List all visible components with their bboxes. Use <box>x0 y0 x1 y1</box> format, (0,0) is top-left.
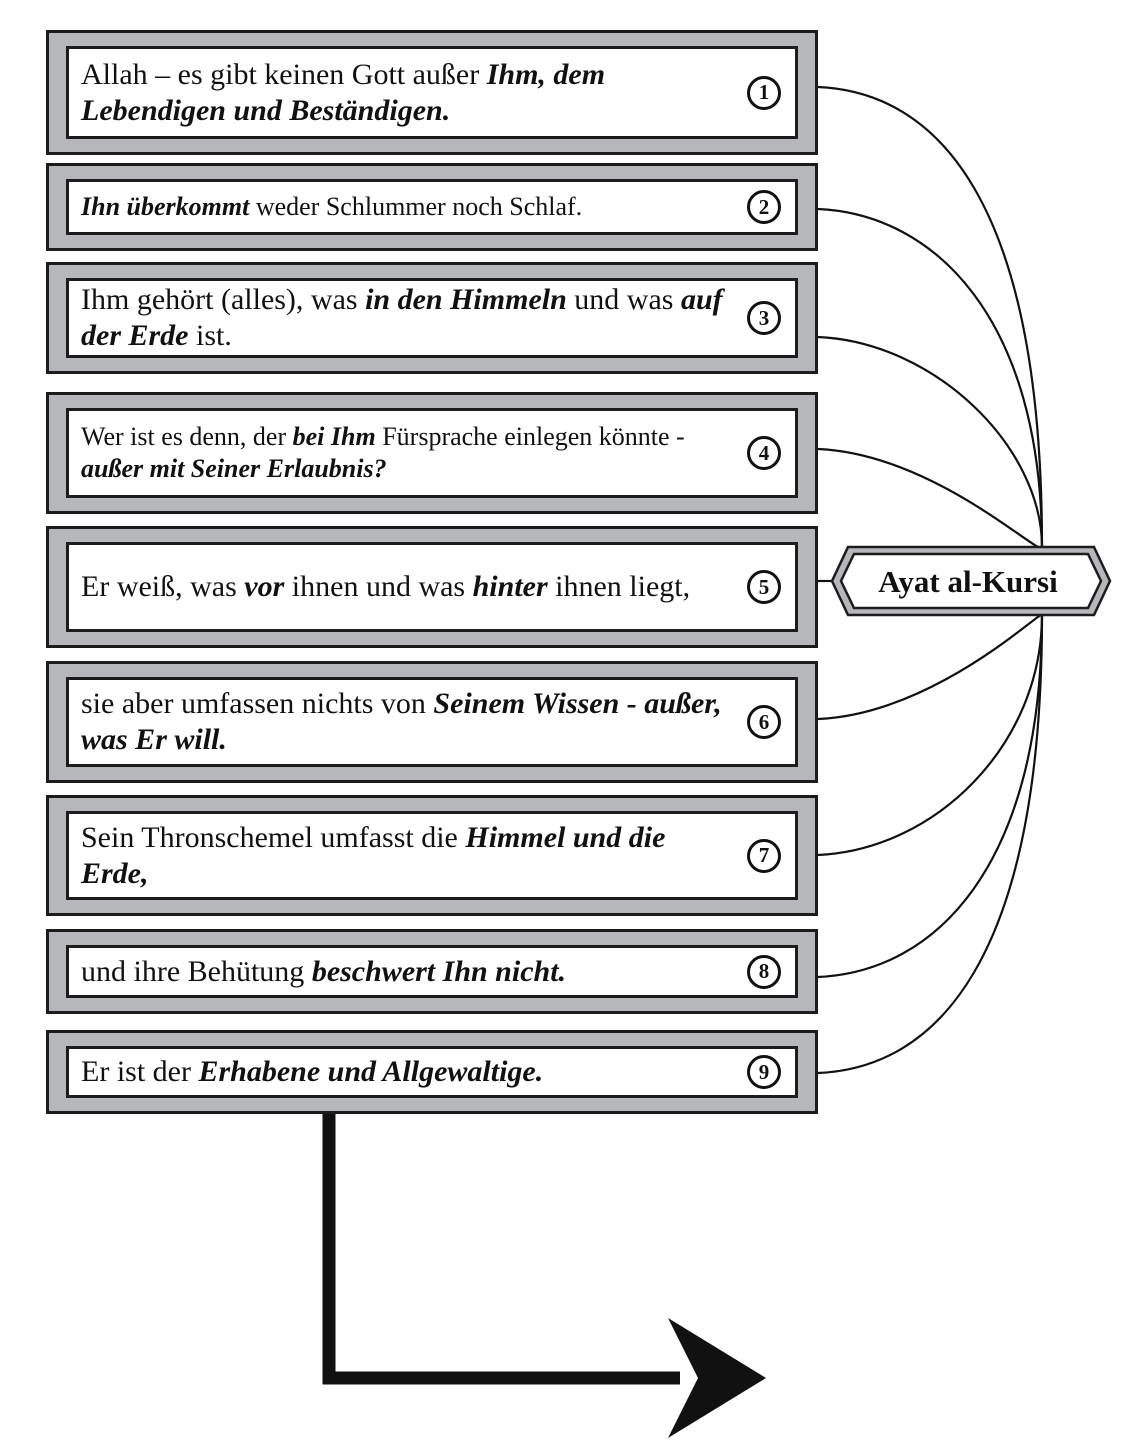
verse-text-emphasis: vor <box>244 570 285 603</box>
verse-number-badge: 2 <box>747 190 781 224</box>
verse-number-badge: 8 <box>747 954 781 989</box>
connector-curve-3 <box>817 335 1044 548</box>
verse-text-plain: Er weiß, was <box>81 570 245 603</box>
verse-number-badge: 6 <box>747 705 781 739</box>
verse-number-badge: 5 <box>747 570 781 604</box>
verse-text: Er ist der Erhabene und Allgewaltige. <box>81 1054 727 1090</box>
verse-box-1: Allah – es gibt keinen Gott außer Ihm, d… <box>46 30 818 155</box>
verse-text-emphasis: Ihm, dem Lebendigen und Beständigen. <box>81 57 606 127</box>
verse-text-emphasis: außer mit Seiner Erlaubnis? <box>81 454 387 483</box>
verse-text: Sein Thronschemel umfasst die Himmel und… <box>81 820 727 892</box>
verse-text-plain: Ihm gehört (alles), was <box>81 283 366 316</box>
flow-arrow-shaft <box>322 1113 680 1385</box>
verse-box-2: Ihn überkommt weder Schlummer noch Schla… <box>46 163 818 251</box>
verse-panel: und ihre Behütung beschwert Ihn nicht. 8 <box>66 945 798 998</box>
verse-box-7: Sein Thronschemel umfasst die Himmel und… <box>46 795 818 916</box>
verse-number-badge: 4 <box>747 436 781 470</box>
verse-text-plain: ist. <box>188 319 232 352</box>
verse-panel: Wer ist es denn, der bei Ihm Fürsprache … <box>66 408 798 498</box>
verse-number-badge: 9 <box>747 1055 781 1089</box>
verse-panel: Ihn überkommt weder Schlummer noch Schla… <box>66 179 798 235</box>
verse-panel: Er weiß, was vor ihnen und was hinter ih… <box>66 542 798 632</box>
verse-text-emphasis: auf der Erde <box>81 283 723 352</box>
verse-text-plain: sie aber umfassen nichts von <box>81 687 434 720</box>
verse-text-emphasis: Ihn überkommt <box>81 192 250 221</box>
verse-text-plain: und ihre Behütung <box>81 954 312 988</box>
verse-text-plain: weder Schlummer noch Schlaf. <box>249 192 583 221</box>
verse-text: sie aber umfassen nichts von Seinem Wiss… <box>81 686 727 758</box>
verse-text-emphasis: in den Himmeln <box>365 283 567 316</box>
flow-arrow-head <box>668 1318 766 1438</box>
verse-text-plain: Wer ist es denn, der <box>81 422 293 451</box>
verse-text-emphasis: beschwert Ihn nicht. <box>311 954 567 988</box>
verse-text-plain: Fürsprache einlegen könnte - <box>375 422 685 451</box>
verse-text: Ihm gehört (alles), was in den Himmeln u… <box>81 282 727 354</box>
verse-text-emphasis: bei Ihm <box>292 422 376 451</box>
verse-panel: sie aber umfassen nichts von Seinem Wiss… <box>66 677 798 767</box>
verse-text-plain: ihnen und was <box>284 570 473 603</box>
connector-curve-4 <box>817 447 1044 550</box>
verse-text-plain: Er ist der <box>81 1055 199 1088</box>
verse-text-plain: ihnen liegt, <box>547 570 691 603</box>
verse-text-plain: Allah – es gibt keinen Gott außer <box>81 57 487 91</box>
verse-number-badge: 1 <box>747 75 781 110</box>
verse-text-plain: und was <box>566 283 681 316</box>
verse-box-6: sie aber umfassen nichts von Seinem Wiss… <box>46 661 818 783</box>
verse-number-badge: 3 <box>747 301 781 335</box>
verse-text: Wer ist es denn, der bei Ihm Fürsprache … <box>81 421 727 485</box>
connector-curve-9 <box>817 614 1044 1075</box>
verse-number-badge: 7 <box>747 838 781 873</box>
hub-label: Ayat al-Kursi <box>878 564 1058 599</box>
verse-box-3: Ihm gehört (alles), was in den Himmeln u… <box>46 262 818 374</box>
verse-text-emphasis: Erhabene und Allgewaltige. <box>198 1055 544 1088</box>
connector-curve-2 <box>817 207 1044 548</box>
verse-text-emphasis: Himmel und die Erde, <box>81 820 666 890</box>
verse-panel: Er ist der Erhabene und Allgewaltige. 9 <box>66 1046 798 1098</box>
verse-box-5: Er weiß, was vor ihnen und was hinter ih… <box>46 526 818 648</box>
verse-text-emphasis: hinter <box>472 570 548 603</box>
verse-panel: Allah – es gibt keinen Gott außer Ihm, d… <box>66 46 798 139</box>
connector-curves <box>817 85 1044 1075</box>
verse-text: und ihre Behütung beschwert Ihn nicht. <box>81 954 727 990</box>
hub-plate-inner <box>839 552 1103 610</box>
connector-curve-6 <box>817 613 1044 721</box>
verse-text: Ihn überkommt weder Schlummer noch Schla… <box>81 191 727 223</box>
verse-box-4: Wer ist es denn, der bei Ihm Fürsprache … <box>46 392 818 514</box>
verse-box-9: Er ist der Erhabene und Allgewaltige. 9 <box>46 1030 818 1114</box>
verse-panel: Sein Thronschemel umfasst die Himmel und… <box>66 811 798 900</box>
verse-text-plain: Sein Thronschemel umfasst die <box>81 820 466 854</box>
connector-curve-1 <box>817 85 1044 548</box>
verse-box-8: und ihre Behütung beschwert Ihn nicht. 8 <box>46 929 818 1014</box>
verse-text: Er weiß, was vor ihnen und was hinter ih… <box>81 569 727 605</box>
connector-curve-8 <box>817 614 1044 979</box>
verse-panel: Ihm gehört (alles), was in den Himmeln u… <box>66 278 798 358</box>
verse-text: Allah – es gibt keinen Gott außer Ihm, d… <box>81 57 727 129</box>
connector-curve-7 <box>817 614 1044 857</box>
verse-text-emphasis: Seinem Wissen - außer, was Er will. <box>81 687 722 756</box>
